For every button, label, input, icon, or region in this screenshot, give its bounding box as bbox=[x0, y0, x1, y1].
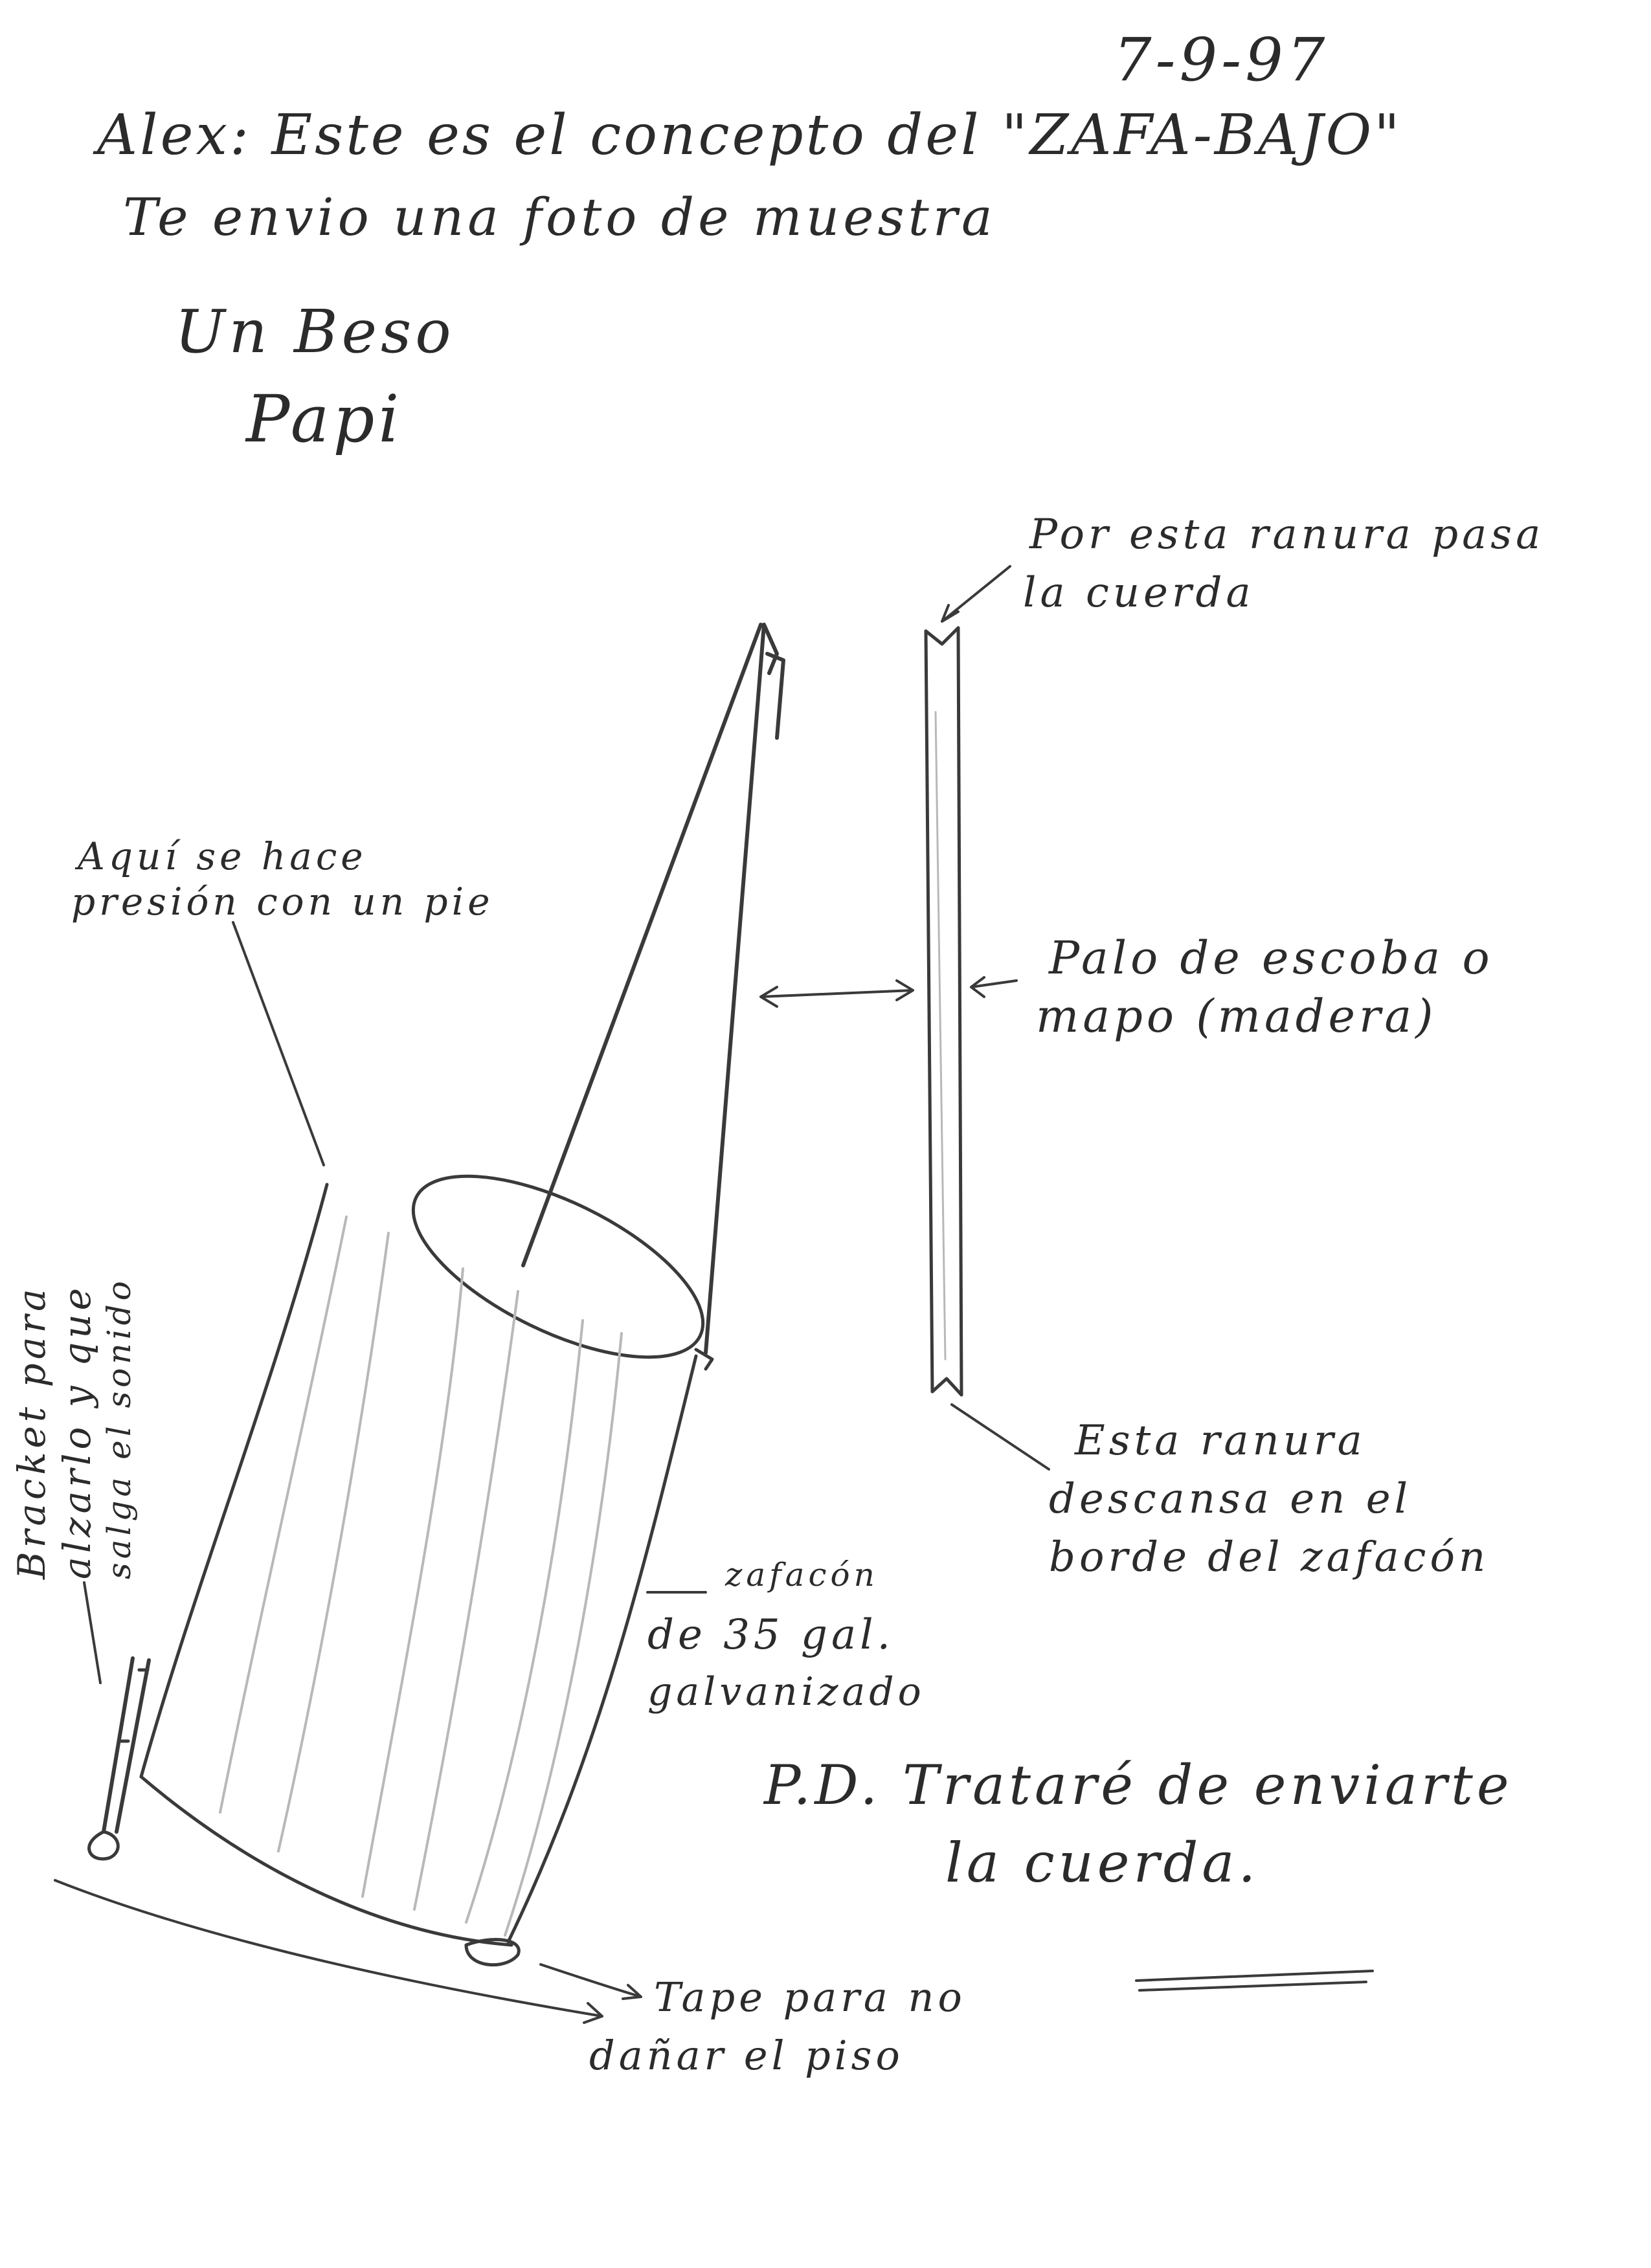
label-bracket: Bracket para alzarlo y que salga el soni… bbox=[10, 1277, 139, 1579]
label-bracket-line-3: salga el sonido bbox=[100, 1277, 139, 1579]
closing-line-1: Un Beso bbox=[175, 298, 455, 366]
bracket-ring bbox=[89, 1832, 118, 1859]
label-top-slot-line-2: la cuerda bbox=[1023, 570, 1255, 617]
label-foot-press-line-1: Aquí se hace bbox=[78, 835, 367, 878]
label-bin-line-3: galvanizado bbox=[647, 1670, 925, 1715]
label-tape-line-2: dañar el piso bbox=[589, 2032, 904, 2078]
label-foot-press-line-2: presión con un pie bbox=[71, 880, 494, 924]
label-stick-line-1: Palo de escoba o bbox=[1049, 932, 1494, 984]
label-bracket-line-1: Bracket para bbox=[10, 1277, 55, 1579]
pivot-rod bbox=[523, 625, 761, 1265]
bracket-bar bbox=[104, 1658, 149, 1832]
stick-bottom-slot bbox=[932, 1379, 961, 1395]
label-bin-line-1: zafacón bbox=[725, 1557, 879, 1594]
label-bottom-slot-line-3: borde del zafacón bbox=[1049, 1534, 1489, 1582]
trash-can-ribs bbox=[220, 1217, 622, 1935]
label-bracket-line-2: alzarlo y que bbox=[55, 1277, 100, 1579]
stick-top-slot bbox=[926, 628, 958, 644]
underline-mark bbox=[1136, 1971, 1373, 1990]
support-rod bbox=[706, 625, 764, 1353]
label-tape-line-1: Tape para no bbox=[654, 1974, 966, 2020]
leader-foot-press bbox=[233, 922, 324, 1165]
arrow-double bbox=[761, 981, 913, 1006]
trash-can-bottom bbox=[141, 1777, 511, 1945]
label-stick-line-2: mapo (madera) bbox=[1036, 990, 1437, 1043]
postscript-line-1: P.D. Trataré de enviarte bbox=[764, 1754, 1513, 1817]
trash-can-left-side bbox=[141, 1184, 327, 1777]
arrow-stick bbox=[971, 977, 1016, 997]
postscript-line-2: la cuerda. bbox=[945, 1832, 1259, 1895]
label-bottom-slot-line-2: descansa en el bbox=[1049, 1476, 1411, 1524]
trash-can-drawing bbox=[141, 1139, 728, 1945]
rope-knot bbox=[764, 625, 783, 738]
stick-right-edge bbox=[958, 628, 961, 1395]
closing-line-2: Papi bbox=[246, 382, 403, 456]
arrow-tape bbox=[541, 1964, 641, 1999]
trash-can-rim bbox=[388, 1139, 728, 1394]
label-bottom-slot-line-1: Esta ranura bbox=[1075, 1418, 1366, 1465]
note-date: 7-9-97 bbox=[1114, 26, 1329, 94]
greeting-line-1: Alex: Este es el concepto del "ZAFA-BAJO… bbox=[97, 104, 1402, 168]
leader-bracket bbox=[84, 1583, 100, 1683]
label-bin-line-2: de 35 gal. bbox=[647, 1612, 894, 1660]
leader-top-slot bbox=[942, 566, 1010, 621]
label-top-slot-line-1: Por esta ranura pasa bbox=[1029, 511, 1544, 559]
bracket-drawing bbox=[89, 1658, 149, 1859]
leader-bottom-slot bbox=[952, 1405, 1049, 1469]
stick-left-edge bbox=[926, 631, 932, 1392]
greeting-line-2: Te envio una foto de muestra bbox=[123, 188, 996, 247]
pivot-arm-drawing bbox=[523, 625, 783, 1369]
broom-stick-drawing bbox=[926, 628, 961, 1395]
